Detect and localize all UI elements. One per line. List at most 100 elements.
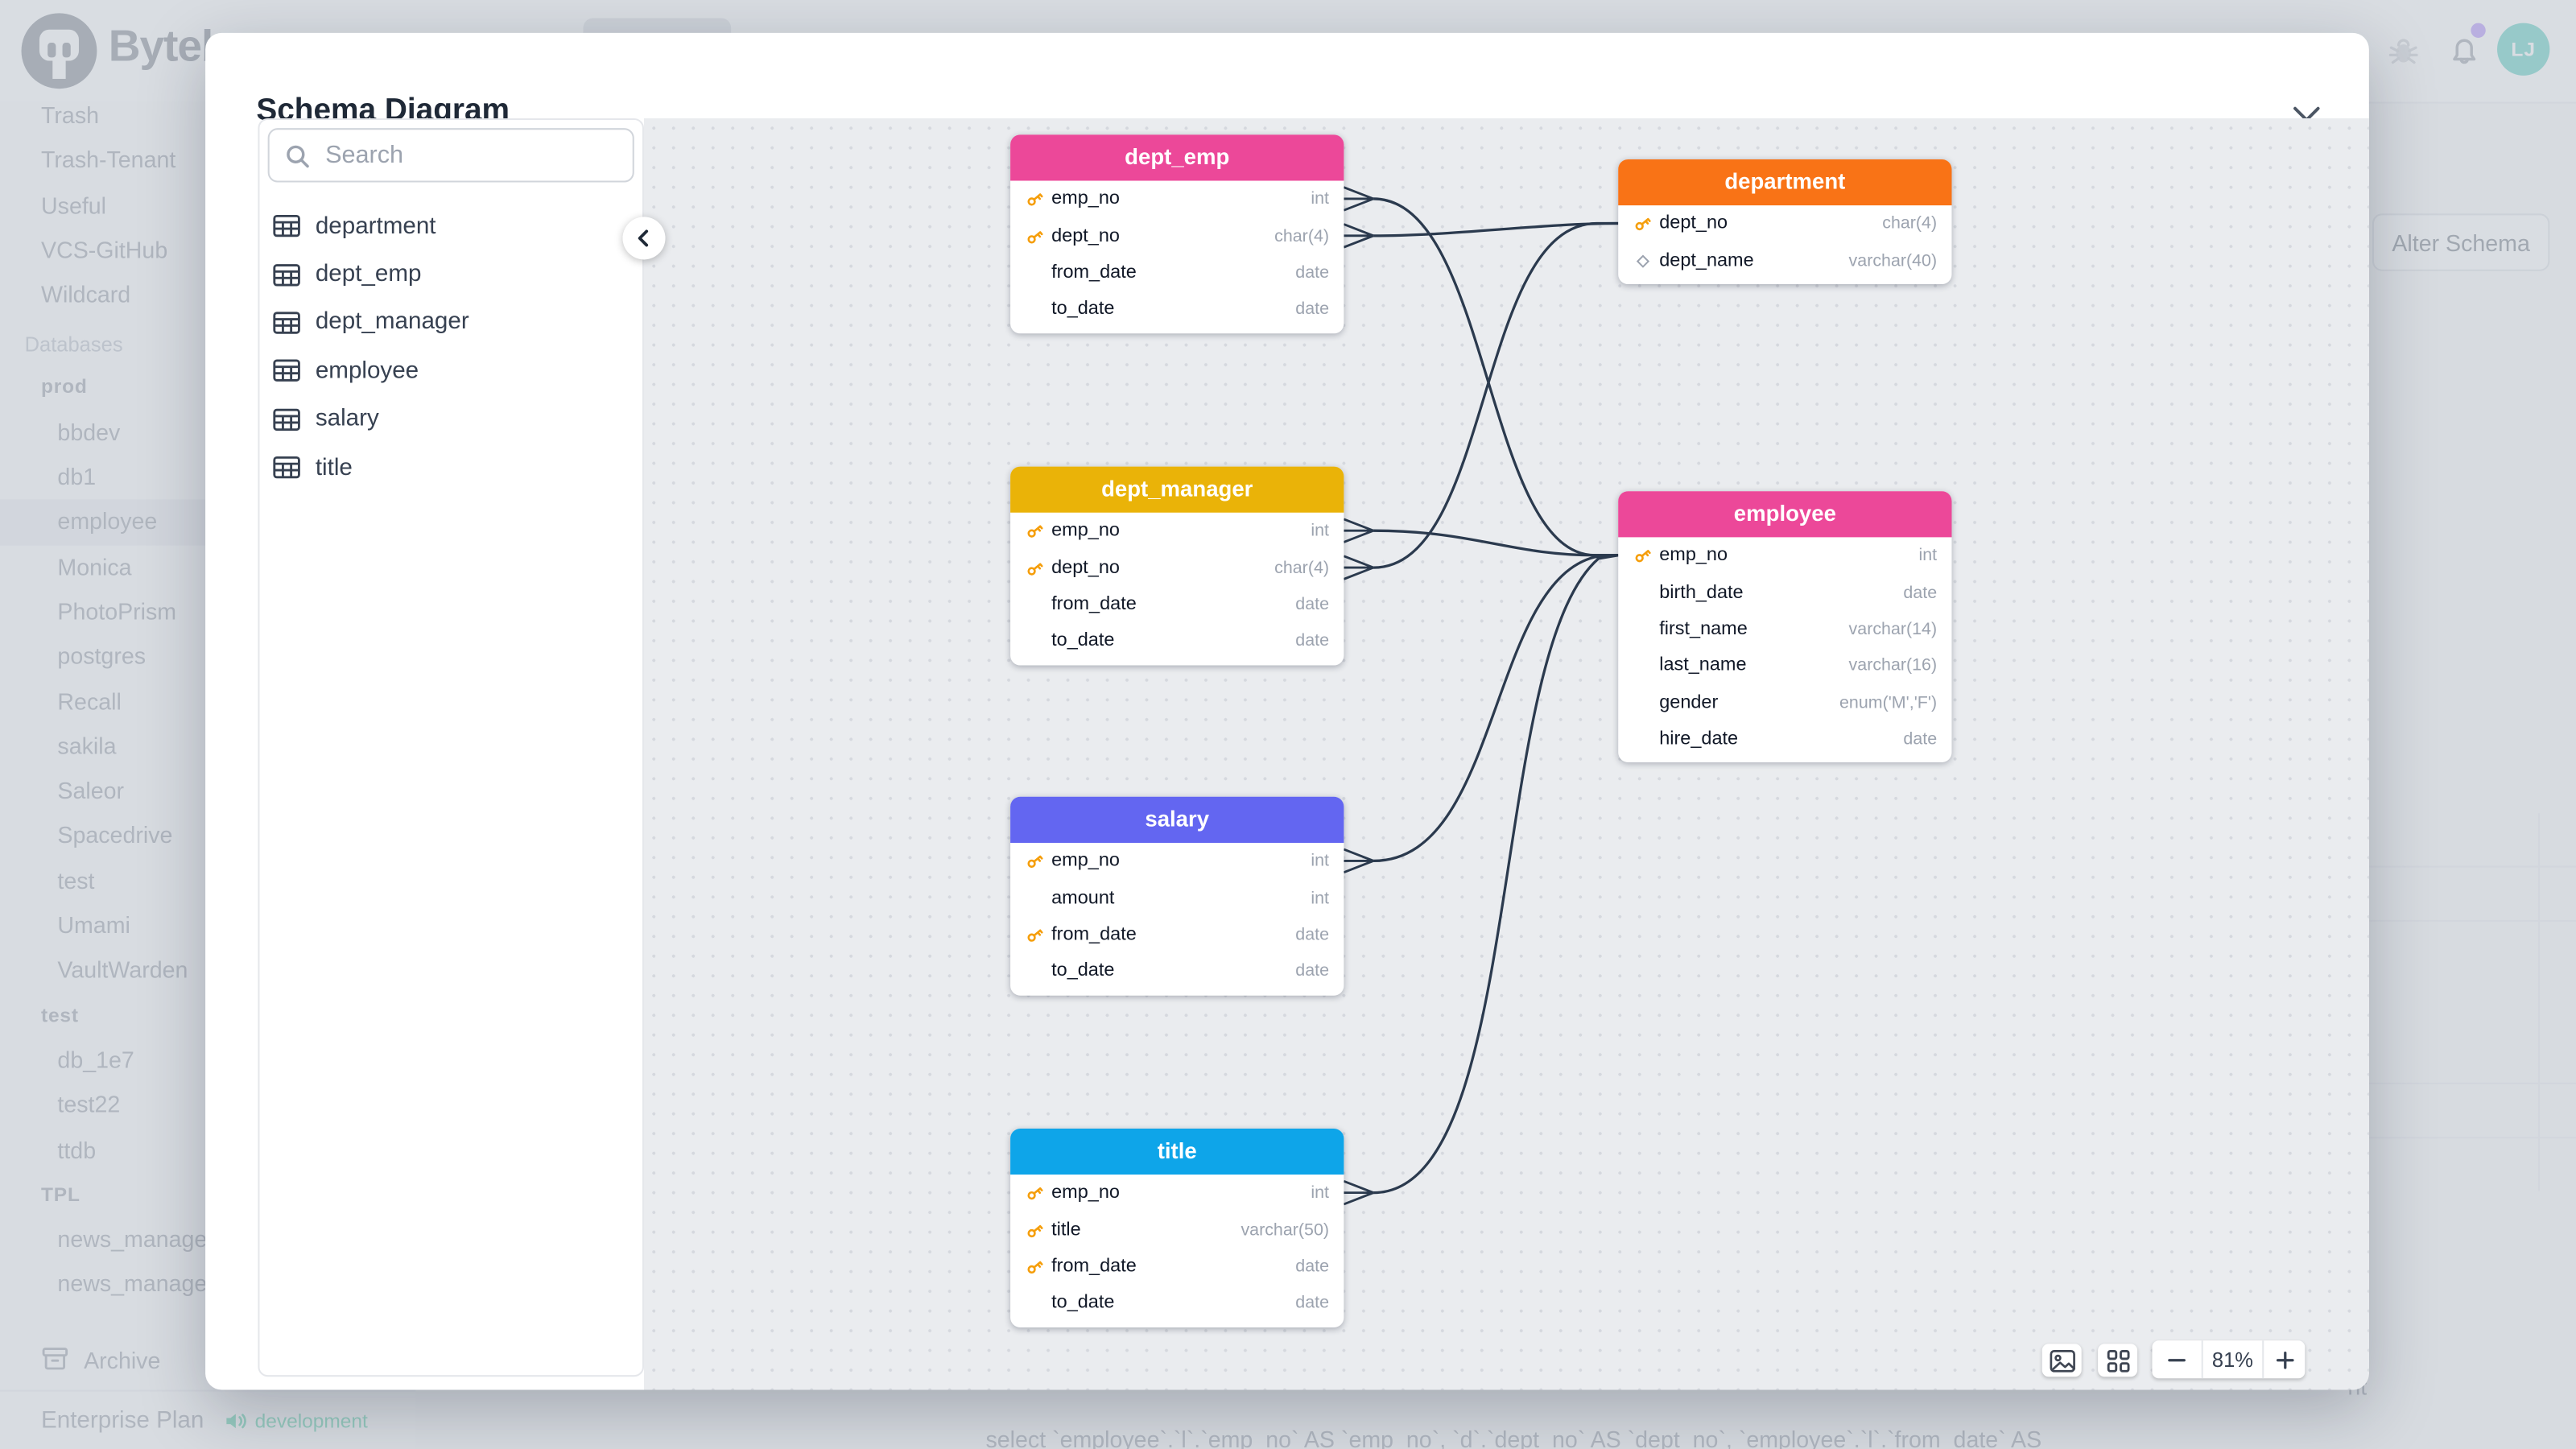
key-icon [1027, 1224, 1043, 1237]
entity-header: title [1010, 1129, 1344, 1175]
field-row: amount int [1010, 880, 1344, 917]
table-icon [273, 408, 300, 431]
field-type: date [1903, 729, 1938, 749]
field-row: emp_no int [1010, 180, 1344, 217]
field-row: gender enum('M','F') [1618, 684, 1951, 721]
table-list-item[interactable]: dept_manager [259, 299, 642, 347]
schema-diagram-modal: Schema Diagram [205, 32, 2369, 1390]
table-list-item-label: employee [315, 357, 419, 385]
relationship-dept_emp-department [1373, 221, 1619, 237]
field-name: amount [1051, 888, 1115, 908]
field-row: to_date date [1010, 953, 1344, 990]
field-name: title [1051, 1220, 1081, 1240]
entity-card-salary[interactable]: salary emp_no int [1010, 796, 1344, 995]
table-list-item[interactable]: salary [259, 395, 642, 444]
entity-card-dept_manager[interactable]: dept_manager emp_no int [1010, 466, 1344, 665]
key-icon [1027, 562, 1043, 575]
diagram-canvas[interactable]: dept_emp emp_no int [643, 118, 2369, 1390]
field-type: int [1311, 1183, 1330, 1203]
table-list-item-label: title [315, 454, 353, 481]
field-row: emp_no int [1010, 513, 1344, 550]
table-icon [273, 456, 300, 479]
field-row: dept_no char(4) [1010, 549, 1344, 586]
relationship-dept_manager-employee [1373, 529, 1619, 557]
zoom-out-button[interactable] [2152, 1340, 2203, 1379]
table-list-item[interactable]: title [259, 444, 642, 492]
field-icon [1025, 521, 1051, 540]
entity-card-title[interactable]: title emp_no int [1010, 1129, 1344, 1327]
field-row: emp_no int [1618, 537, 1951, 574]
search-input[interactable] [321, 131, 626, 180]
field-type: varchar(50) [1241, 1220, 1330, 1240]
table-icon [273, 312, 300, 334]
key-icon [1027, 230, 1043, 243]
field-type: int [1311, 521, 1330, 541]
field-name: emp_no [1051, 1183, 1120, 1203]
entity-card-dept_emp[interactable]: dept_emp emp_no int [1010, 134, 1344, 333]
field-icon [1633, 250, 1660, 270]
entity-header: employee [1618, 491, 1952, 538]
entity-card-employee[interactable]: employee emp_no int [1618, 491, 1952, 763]
field-row: to_date date [1010, 1285, 1344, 1322]
field-type: date [1295, 631, 1330, 651]
relationship-salary-employee [1373, 554, 1619, 863]
field-row: dept_no char(4) [1010, 217, 1344, 254]
field-type: enum('M','F') [1839, 692, 1938, 713]
table-list-item[interactable]: department [259, 202, 642, 250]
field-name: to_date [1051, 631, 1115, 651]
field-type: date [1295, 1293, 1330, 1314]
field-name: to_date [1051, 299, 1115, 320]
field-name: emp_no [1051, 189, 1120, 209]
crow-foot-markers [1343, 186, 1374, 1206]
relationship-title-employee [1373, 554, 1619, 1195]
diamond-icon [1636, 254, 1650, 267]
field-type: varchar(14) [1848, 619, 1938, 639]
field-row: from_date date [1010, 254, 1344, 291]
export-image-button[interactable] [2041, 1344, 2082, 1377]
field-type: varchar(40) [1848, 250, 1938, 270]
table-icon [273, 263, 300, 286]
field-name: from_date [1051, 1257, 1137, 1277]
field-type: int [1311, 851, 1330, 872]
field-name: from_date [1051, 262, 1137, 283]
field-type: date [1295, 961, 1330, 982]
field-row: from_date date [1010, 586, 1344, 623]
table-list-item-label: department [315, 213, 436, 240]
table-list-item[interactable]: dept_emp [259, 250, 642, 299]
field-name: emp_no [1051, 851, 1120, 872]
table-list-item[interactable]: employee [259, 347, 642, 395]
key-icon [1635, 550, 1651, 563]
zoom-control: 81% [2152, 1340, 2306, 1379]
field-row: title varchar(50) [1010, 1212, 1344, 1249]
search-box[interactable] [267, 128, 634, 183]
field-row: dept_no char(4) [1618, 205, 1951, 242]
field-row: from_date date [1010, 916, 1344, 953]
field-name: gender [1659, 692, 1719, 713]
field-type: date [1903, 582, 1938, 603]
chevron-left-icon [638, 229, 649, 247]
field-icon [1025, 226, 1051, 246]
entity-header: salary [1010, 796, 1344, 843]
plus-icon [2275, 1350, 2293, 1368]
field-icon [1025, 1183, 1051, 1203]
field-row: to_date date [1010, 623, 1344, 660]
field-name: from_date [1051, 594, 1137, 615]
field-icon [1633, 214, 1660, 233]
auto-layout-button[interactable] [2098, 1344, 2138, 1377]
field-row: from_date date [1010, 1249, 1344, 1286]
field-type: varchar(16) [1848, 656, 1938, 676]
image-icon [2049, 1349, 2074, 1372]
field-type: char(4) [1274, 558, 1330, 578]
field-icon [1025, 852, 1051, 871]
field-row: first_name varchar(14) [1618, 611, 1951, 648]
table-icon [273, 215, 300, 237]
zoom-in-button[interactable] [2264, 1340, 2305, 1378]
field-icon [1025, 925, 1051, 944]
entity-card-department[interactable]: department dept_no char(4) [1618, 159, 1952, 284]
field-name: from_date [1051, 924, 1137, 945]
collapse-panel-button[interactable] [622, 217, 666, 260]
field-name: first_name [1659, 619, 1748, 639]
field-type: int [1311, 888, 1330, 908]
key-icon [1635, 218, 1651, 231]
field-icon [1025, 189, 1051, 208]
